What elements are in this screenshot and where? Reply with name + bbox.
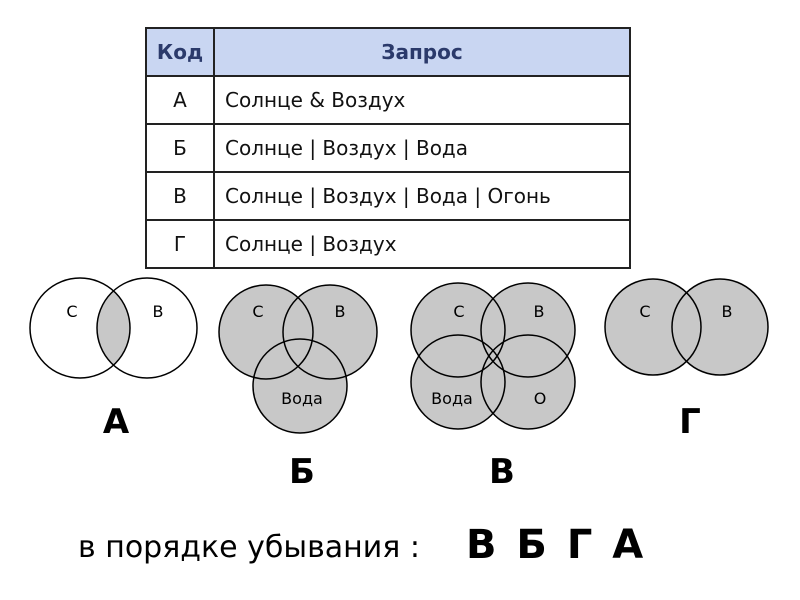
circle-label: В [335, 302, 346, 321]
table-row: Б Солнце | Воздух | Вода [145, 123, 631, 173]
venn-circle [29, 277, 131, 379]
query-cell: Солнце & Воздух [213, 75, 631, 125]
query-table: Код Запрос А Солнце & Воздух Б Солнце | … [145, 27, 631, 269]
union-fill [605, 279, 701, 375]
query-cell: Солнце | Воздух [213, 219, 631, 269]
venn-diagram-b: С В Вода [218, 284, 378, 434]
venn-diagram-a: С В [29, 277, 198, 379]
circle-label: С [639, 302, 650, 321]
circle-label: В [722, 302, 733, 321]
union-fill [253, 339, 347, 433]
circle-label: О [534, 389, 547, 408]
code-cell: В [145, 171, 215, 221]
circle-label: В [153, 302, 164, 321]
union-fill [481, 335, 575, 429]
table-header-row: Код Запрос [145, 27, 631, 77]
query-column-header: Запрос [213, 27, 631, 77]
code-cell: Б [145, 123, 215, 173]
query-cell: Солнце | Воздух | Вода [213, 123, 631, 173]
code-cell: А [145, 75, 215, 125]
venn-circle [604, 278, 702, 376]
answer-label: в порядке убывания : [78, 530, 420, 565]
diagram-caption-a: А [102, 402, 130, 442]
code-column-header: Код [145, 27, 215, 77]
query-cell: Солнце | Воздух | Вода | Огонь [213, 171, 631, 221]
venn-circle [410, 282, 506, 378]
circle-label: Вода [431, 389, 473, 408]
circle-label: Вода [281, 389, 323, 408]
venn-diagram-g: С В [604, 278, 769, 376]
circle-label: С [66, 302, 77, 321]
union-fill [672, 279, 768, 375]
circle-label: С [252, 302, 263, 321]
table-row: А Солнце & Воздух [145, 75, 631, 125]
table-row: В Солнце | Воздух | Вода | Огонь [145, 171, 631, 221]
venn-circle [410, 334, 506, 430]
venn-circle [218, 284, 314, 380]
diagram-caption-v: В [489, 452, 515, 492]
diagram-caption-b: Б [289, 452, 315, 492]
diagram-caption-g: Г [679, 402, 701, 442]
code-cell: Г [145, 219, 215, 269]
venn-diagram-v: С В Вода О [410, 282, 576, 430]
union-fill [411, 335, 505, 429]
table-row: Г Солнце | Воздух [145, 219, 631, 269]
answer-value: В Б Г А [466, 522, 644, 568]
venn-circle [480, 282, 576, 378]
circle-label: С [453, 302, 464, 321]
venn-circle [282, 284, 378, 380]
intersection-region [97, 278, 130, 378]
venn-circle [480, 334, 576, 430]
venn-circle [96, 277, 198, 379]
venn-circle [252, 338, 348, 434]
venn-circle [671, 278, 769, 376]
circle-label: В [534, 302, 545, 321]
